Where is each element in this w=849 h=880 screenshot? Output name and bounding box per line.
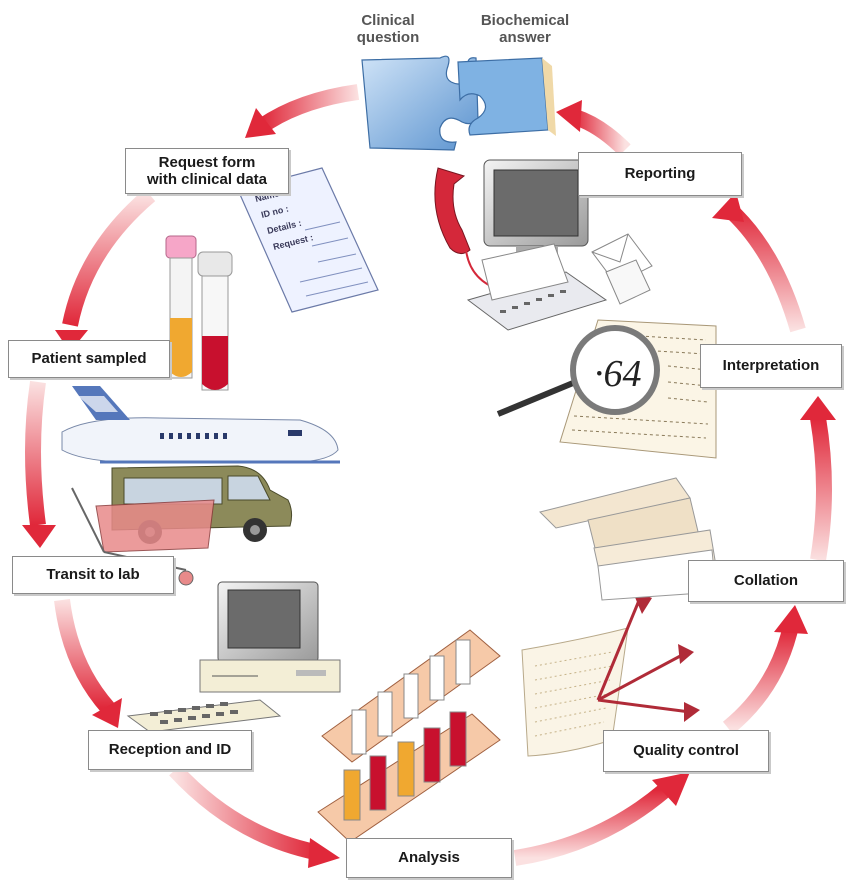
stage-collation: Collation <box>688 560 844 602</box>
test-tube-rack-icon <box>317 629 501 843</box>
airplane-icon <box>61 386 340 464</box>
puzzle-pieces-icon <box>361 55 556 151</box>
stage-collation-label: Collation <box>733 572 799 590</box>
stage-reporting-label: Reporting <box>624 165 696 183</box>
stage-quality-control-label: Quality control <box>633 742 739 760</box>
arrowhead-transit <box>22 525 56 548</box>
arrowhead-puzzle <box>556 100 582 132</box>
arrowhead-analysis <box>308 838 340 868</box>
arrowhead-collation <box>774 605 808 634</box>
biochemical-answer-label: Biochemical answer <box>480 12 570 47</box>
stage-patient-sampled-label: Patient sampled <box>31 350 147 368</box>
magnifying-glass-icon <box>496 325 660 417</box>
qc-sheet-icon <box>521 627 629 757</box>
arrow-request-to-sampled <box>62 188 156 327</box>
arrow-reporting-to-puzzle <box>572 109 631 156</box>
arrowhead-request <box>245 108 276 138</box>
magnifier-value: ·64 <box>594 353 642 395</box>
printer-icon <box>466 243 608 331</box>
stage-request-form-label: Request form with clinical data <box>146 153 268 188</box>
arrowhead-interpretation <box>800 396 836 420</box>
stage-patient-sampled: Patient sampled <box>8 340 170 378</box>
reception-keyboard-icon <box>126 699 282 733</box>
arrow-analysis-to-qc <box>513 783 671 866</box>
clinical-question-label: Clinical question <box>356 12 420 47</box>
request-form-icon <box>237 167 379 313</box>
arrowhead-reception <box>92 698 122 728</box>
stage-quality-control: Quality control <box>603 730 769 772</box>
arrow-sampled-to-transit <box>25 380 46 527</box>
arrow-transit-to-reception <box>54 598 115 714</box>
arrow-puzzle-to-request <box>257 84 360 133</box>
stage-request-form: Request form with clinical data <box>125 148 289 194</box>
arrowhead-reporting <box>712 192 744 222</box>
stage-interpretation-label: Interpretation <box>722 357 820 375</box>
stage-analysis: Analysis <box>346 838 512 878</box>
stage-reception-label: Reception and ID <box>108 741 232 759</box>
cycle-arrows <box>22 84 836 868</box>
stage-reporting: Reporting <box>578 152 742 196</box>
reporting-computer-icon <box>483 159 589 256</box>
arrow-interp-to-reporting <box>722 202 806 333</box>
stage-analysis-label: Analysis <box>398 849 460 867</box>
arrow-reception-to-analysis <box>169 764 317 860</box>
arrow-qc-to-collation <box>722 627 798 735</box>
stage-reception: Reception and ID <box>88 730 252 770</box>
reception-computer-icon <box>199 581 341 693</box>
arrow-collation-to-interp <box>810 416 832 562</box>
stage-transit-label: Transit to lab <box>46 566 140 584</box>
stage-transit: Transit to lab <box>12 556 174 594</box>
envelope-icon <box>591 233 653 305</box>
stage-interpretation: Interpretation <box>700 344 842 388</box>
paper-stack-icon <box>539 477 717 601</box>
arrowhead-qc <box>652 772 690 806</box>
sample-tubes-icon <box>165 235 233 391</box>
